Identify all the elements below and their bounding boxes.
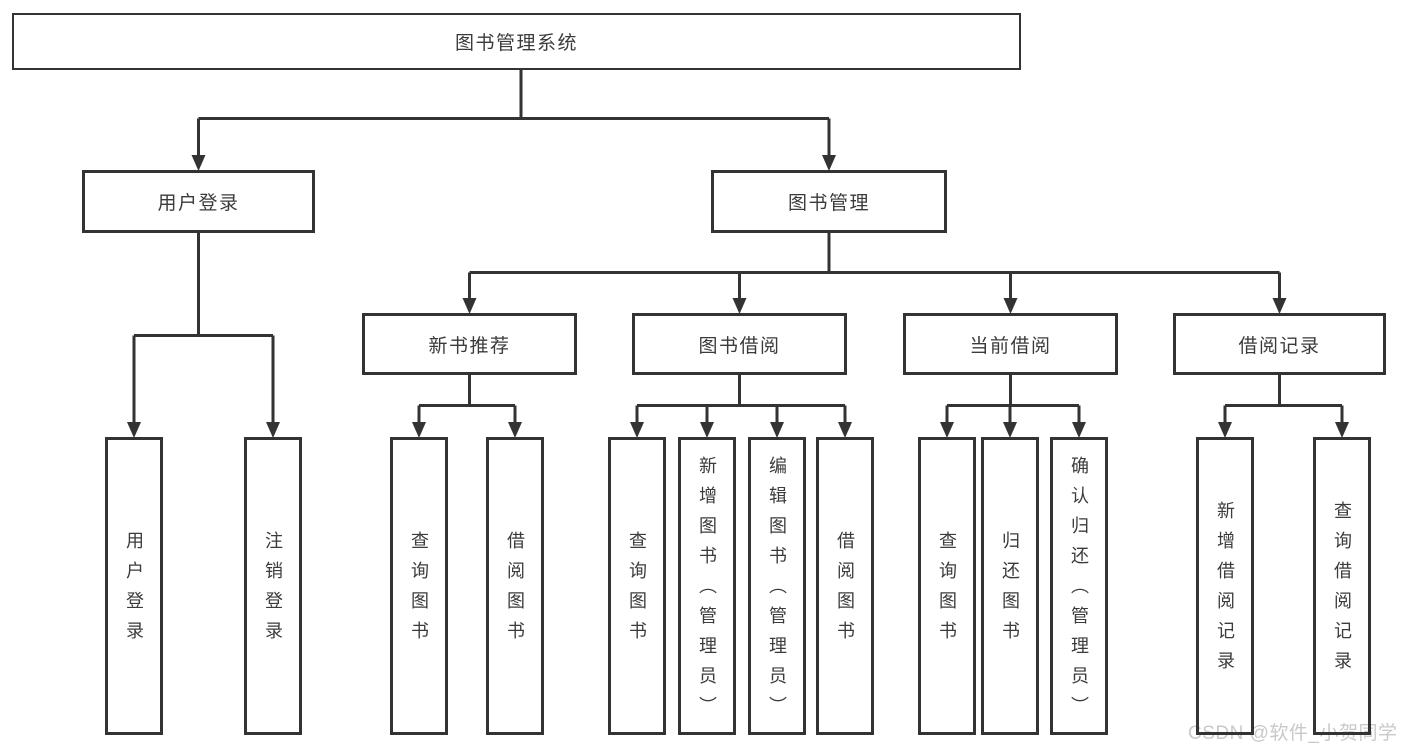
leaf-record-add: 新增借阅记录 bbox=[1196, 437, 1254, 735]
leaf-borrow-edit-books-admin-label: 编辑图书（管理员） bbox=[767, 456, 787, 726]
leaf-current-query-books: 查询图书 bbox=[918, 437, 976, 735]
leaf-rec-borrow-books: 借阅图书 bbox=[486, 437, 544, 735]
leaf-record-query: 查询借阅记录 bbox=[1313, 437, 1371, 735]
leaf-current-query-books-label: 查询图书 bbox=[937, 531, 957, 651]
node-book-management: 图书管理 bbox=[711, 170, 947, 233]
node-new-book-recommend: 新书推荐 bbox=[362, 313, 577, 375]
leaf-record-query-label: 查询借阅记录 bbox=[1332, 501, 1352, 681]
leaf-user-login: 用户登录 bbox=[105, 437, 163, 735]
node-current-borrowing: 当前借阅 bbox=[903, 313, 1118, 375]
leaf-record-add-label: 新增借阅记录 bbox=[1215, 501, 1235, 681]
leaf-user-login-label: 用户登录 bbox=[124, 531, 144, 651]
leaf-borrow-borrow-books-label: 借阅图书 bbox=[835, 531, 855, 651]
leaf-borrow-borrow-books: 借阅图书 bbox=[816, 437, 874, 735]
leaf-borrow-query-books: 查询图书 bbox=[608, 437, 666, 735]
node-user-login: 用户登录 bbox=[82, 170, 315, 233]
leaf-rec-borrow-books-label: 借阅图书 bbox=[505, 531, 525, 651]
watermark: CSDN @软件_小贺同学 bbox=[1188, 723, 1398, 744]
leaf-rec-query-books-label: 查询图书 bbox=[409, 531, 429, 651]
leaf-borrow-add-books-admin-label: 新增图书（管理员） bbox=[697, 456, 717, 726]
leaf-logout-label: 注销登录 bbox=[263, 531, 283, 651]
leaf-current-confirm-return-admin: 确认归还（管理员） bbox=[1050, 437, 1108, 735]
leaf-borrow-add-books-admin: 新增图书（管理员） bbox=[678, 437, 736, 735]
node-borrowing-records: 借阅记录 bbox=[1173, 313, 1386, 375]
leaf-borrow-query-books-label: 查询图书 bbox=[627, 531, 647, 651]
leaf-current-return-books-label: 归还图书 bbox=[1000, 531, 1020, 651]
leaf-borrow-edit-books-admin: 编辑图书（管理员） bbox=[748, 437, 806, 735]
node-book-management-system: 图书管理系统 bbox=[12, 13, 1021, 70]
leaf-current-confirm-return-admin-label: 确认归还（管理员） bbox=[1069, 456, 1089, 726]
leaf-current-return-books: 归还图书 bbox=[981, 437, 1039, 735]
leaf-rec-query-books: 查询图书 bbox=[390, 437, 448, 735]
leaf-logout: 注销登录 bbox=[244, 437, 302, 735]
node-book-borrowing: 图书借阅 bbox=[632, 313, 847, 375]
